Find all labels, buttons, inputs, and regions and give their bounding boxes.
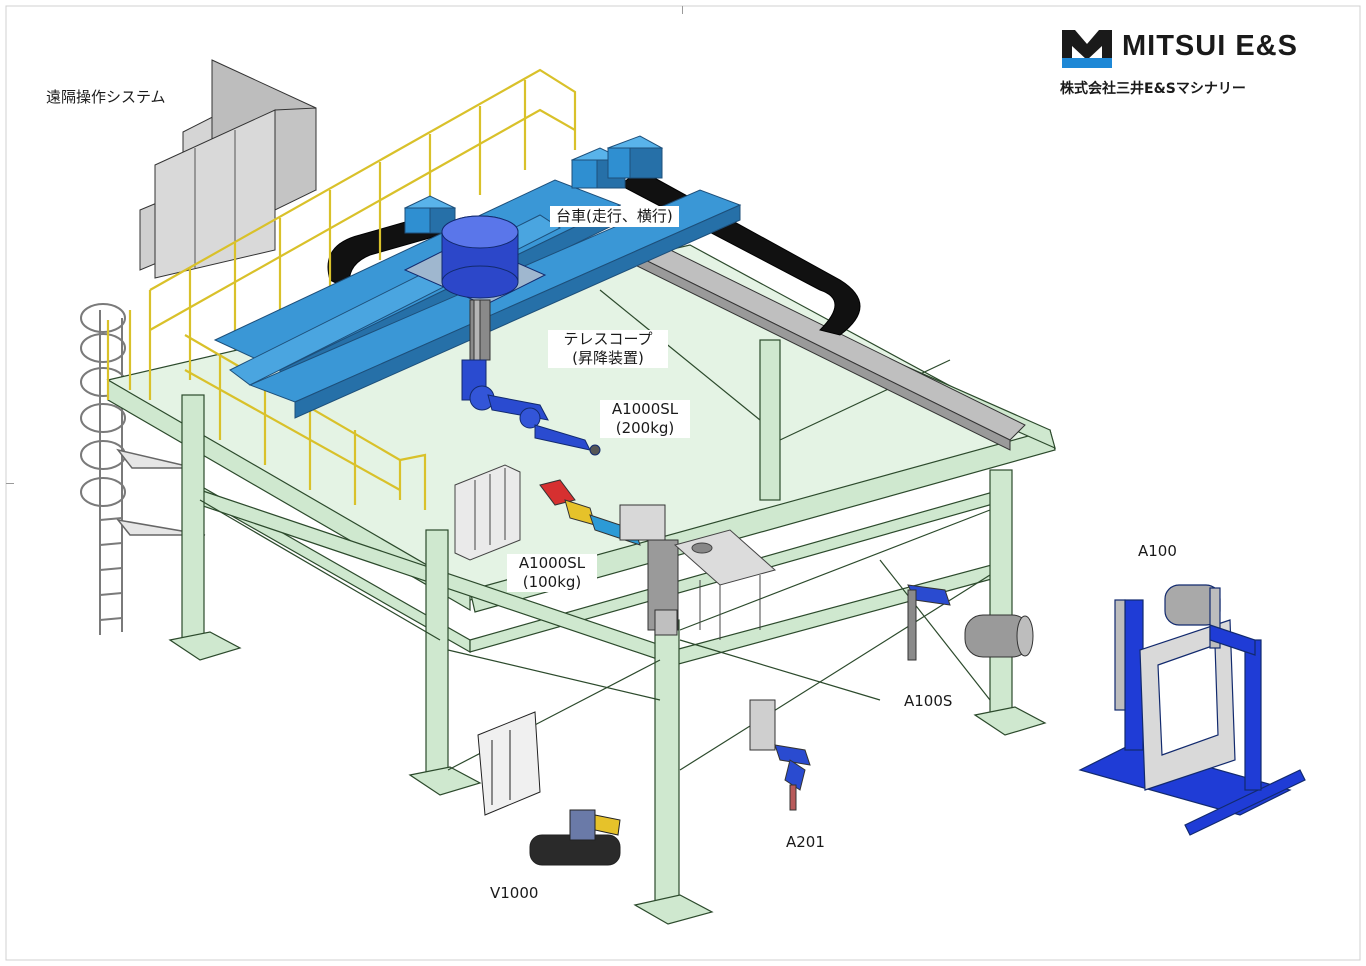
label-a100s: A100S bbox=[904, 692, 953, 710]
label-a1000sl-100: A1000SL (100kg) bbox=[507, 554, 597, 592]
device-a201 bbox=[749, 699, 811, 811]
label-a1000sl-200: A1000SL (200kg) bbox=[600, 400, 690, 438]
carriage-drum bbox=[403, 215, 547, 306]
device-a100 bbox=[1078, 584, 1306, 836]
label-v1000: V1000 bbox=[490, 884, 539, 902]
device-a100s bbox=[907, 584, 1034, 661]
device-v1000 bbox=[477, 711, 621, 866]
label-a1000sl-200-line1: A1000SL bbox=[611, 400, 679, 418]
label-carriage: 台車(走行、横行) bbox=[550, 206, 679, 227]
telescope-mast bbox=[469, 299, 491, 361]
label-a1000sl-200-line2: (200kg) bbox=[615, 418, 675, 437]
crop-mark-top bbox=[682, 6, 683, 14]
label-a1000sl-100-line2: (100kg) bbox=[522, 572, 582, 591]
drive-motors bbox=[403, 135, 664, 234]
remote-operation-panels bbox=[139, 59, 317, 279]
handrail bbox=[106, 68, 577, 510]
access-ladder bbox=[80, 303, 206, 635]
label-a100: A100 bbox=[1138, 542, 1177, 560]
robot-arm-a1000sl-100 bbox=[539, 479, 679, 636]
subsidiary-name: 株式会社三井E&Sマシナリー bbox=[1060, 81, 1246, 97]
robot-arm-a1000sl-200 bbox=[461, 359, 601, 456]
label-telescope-line1: テレスコープ bbox=[563, 330, 653, 348]
label-telescope: テレスコープ (昇降装置) bbox=[548, 330, 668, 368]
label-a1000sl-100-line1: A1000SL bbox=[518, 554, 586, 572]
label-a201: A201 bbox=[786, 833, 825, 851]
mitsui-logo-mark bbox=[1062, 30, 1112, 68]
tool-rack-upper bbox=[454, 464, 521, 561]
brand-block: MITSUI E&S 株式会社三井E&Sマシナリー bbox=[1060, 26, 1340, 106]
label-remote-system: 遠隔操作システム bbox=[46, 88, 166, 106]
crop-mark-left bbox=[6, 483, 14, 484]
label-telescope-line2: (昇降装置) bbox=[572, 348, 644, 367]
company-name: MITSUI E&S bbox=[1122, 30, 1298, 62]
work-table bbox=[673, 529, 777, 640]
